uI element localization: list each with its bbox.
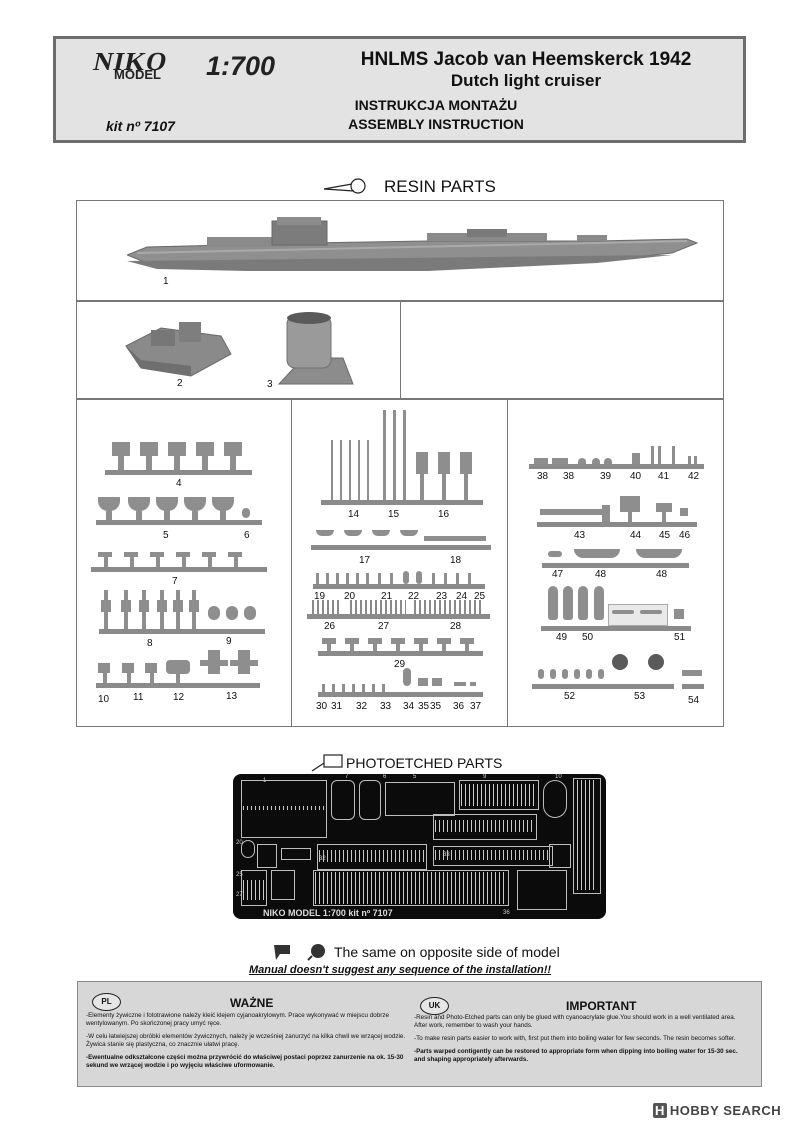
part-label: 30 bbox=[316, 701, 328, 712]
fret-label: NIKO MODEL 1:700 kit nº 7107 bbox=[263, 908, 393, 918]
part-label: 43 bbox=[574, 530, 586, 541]
uk-note-3: -Parts warped contigently can be restore… bbox=[414, 1048, 738, 1063]
photoetch-icon bbox=[310, 753, 346, 778]
scale-label: 1:700 bbox=[206, 51, 276, 81]
part-label: 38 bbox=[537, 471, 549, 482]
part-label: 28 bbox=[450, 621, 462, 632]
part-label: 17 bbox=[359, 555, 371, 566]
part-label: 24 bbox=[456, 591, 468, 602]
funnel-part-image bbox=[277, 312, 354, 385]
pl-language-badge: PL bbox=[92, 993, 121, 1011]
superstructure-panel: 2 3 bbox=[76, 301, 401, 399]
part-label: 19 bbox=[314, 591, 326, 602]
part-label: 53 bbox=[634, 691, 646, 702]
part-label: 42 bbox=[688, 471, 700, 482]
part-label: 36 bbox=[453, 701, 465, 712]
uk-instructions: -Resin and Photo-Etched parts can only b… bbox=[414, 1014, 749, 1069]
part-label: 54 bbox=[688, 695, 700, 706]
pl-note-1: -Elementy żywiczne i fototrawione należy… bbox=[86, 1012, 390, 1027]
part-label: 51 bbox=[674, 632, 686, 643]
part-label: 23 bbox=[436, 591, 448, 602]
pl-instructions: -Elementy żywiczne i fototrawione należy… bbox=[86, 1012, 421, 1075]
empty-panel bbox=[400, 301, 724, 399]
kit-subtitle: Dutch light cruiser bbox=[450, 71, 602, 90]
kit-title: HNLMS Jacob van Heemskerck 1942 bbox=[360, 49, 692, 70]
part-label: 34 bbox=[403, 701, 415, 712]
same-side-flag-icon bbox=[272, 942, 328, 967]
info-panel: PL WAŻNE -Elementy żywiczne i fototrawio… bbox=[77, 981, 762, 1087]
manual-note: Manual doesn't suggest any sequence of t… bbox=[248, 964, 552, 976]
hull-part-image bbox=[127, 217, 699, 271]
part-label: 27 bbox=[378, 621, 390, 632]
uk-language-badge: UK bbox=[420, 997, 449, 1015]
part-label: 7 bbox=[172, 576, 178, 587]
watermark-text: HOBBY SEARCH bbox=[669, 1103, 782, 1118]
watermark-badge: H bbox=[653, 1103, 667, 1118]
part-label: 31 bbox=[331, 701, 343, 712]
part-label: 1 bbox=[163, 276, 169, 287]
part-label: 25 bbox=[474, 591, 486, 602]
kit-number: kit nº 7107 bbox=[106, 118, 175, 134]
part-label: 26 bbox=[324, 621, 336, 632]
part-label: 10 bbox=[98, 694, 110, 705]
resin-icon bbox=[322, 176, 368, 201]
part-label: 37 bbox=[470, 701, 482, 712]
part-label: 47 bbox=[552, 569, 564, 580]
part-label: 48 bbox=[595, 569, 607, 580]
uk-heading: IMPORTANT bbox=[566, 999, 637, 1013]
resin-section-title: RESIN PARTS bbox=[384, 177, 496, 196]
part-label: 2 bbox=[177, 378, 183, 389]
pl-heading: WAŻNE bbox=[230, 996, 274, 1010]
part-label: 8 bbox=[147, 638, 153, 649]
part-label: 33 bbox=[380, 701, 392, 712]
part-label: 18 bbox=[450, 555, 462, 566]
part-label: 13 bbox=[226, 691, 238, 702]
part-label: 29 bbox=[394, 659, 406, 670]
instruction-title-en: ASSEMBLY INSTRUCTION bbox=[348, 116, 524, 132]
part-label: 39 bbox=[600, 471, 612, 482]
part-label: 38 bbox=[563, 471, 575, 482]
part-label: 50 bbox=[582, 632, 594, 643]
part-label: 3 bbox=[267, 379, 273, 390]
uk-note-1: -Resin and Photo-Etched parts can only b… bbox=[414, 1014, 736, 1029]
photoetch-section-title: PHOTOETCHED PARTS bbox=[346, 755, 503, 771]
instruction-title-pl: INSTRUKCJA MONTAŻU bbox=[354, 97, 518, 113]
part-label: 44 bbox=[630, 530, 642, 541]
pl-note-3: -Ewentualne odkształcone części można pr… bbox=[86, 1054, 404, 1069]
part-label: 22 bbox=[408, 591, 420, 602]
part-label: 35 bbox=[430, 701, 442, 712]
part-label: 41 bbox=[658, 471, 670, 482]
part-label: 45 bbox=[659, 530, 671, 541]
header-banner: NIKO MODEL 1:700 HNLMS Jacob van Heemske… bbox=[53, 36, 746, 143]
part-label: 35 bbox=[418, 701, 430, 712]
small-parts-panel-middle bbox=[291, 399, 508, 727]
part-label: 14 bbox=[348, 509, 360, 520]
part-label: 49 bbox=[556, 632, 568, 643]
part-label: 15 bbox=[388, 509, 400, 520]
part-label: 46 bbox=[679, 530, 691, 541]
hull-panel: 1 bbox=[76, 200, 724, 301]
part-label: 4 bbox=[176, 478, 182, 489]
part-label: 21 bbox=[381, 591, 393, 602]
uk-note-2: -To make resin parts easier to work with… bbox=[414, 1035, 736, 1042]
part-label: 5 bbox=[163, 530, 169, 541]
part-label: 32 bbox=[356, 701, 368, 712]
part-label: 52 bbox=[564, 691, 576, 702]
part-label: 9 bbox=[226, 636, 232, 647]
pl-note-2: -W celu łatwiejszej obróbki elementów ży… bbox=[86, 1033, 406, 1048]
part-label: 12 bbox=[173, 692, 185, 703]
part-label: 48 bbox=[656, 569, 668, 580]
part-label: 11 bbox=[133, 692, 144, 703]
brand-logo-sub: MODEL bbox=[114, 67, 161, 82]
part-label: 16 bbox=[438, 509, 450, 520]
part-label: 6 bbox=[244, 530, 250, 541]
bridge-part-image bbox=[125, 322, 232, 377]
part-label: 20 bbox=[344, 591, 356, 602]
photoetch-fret: 1 7 6 5 9 10 20 25 27 32 33 36 NIKO MODE… bbox=[233, 774, 606, 919]
part-label: 40 bbox=[630, 471, 642, 482]
legend-text: The same on opposite side of model bbox=[334, 944, 560, 960]
